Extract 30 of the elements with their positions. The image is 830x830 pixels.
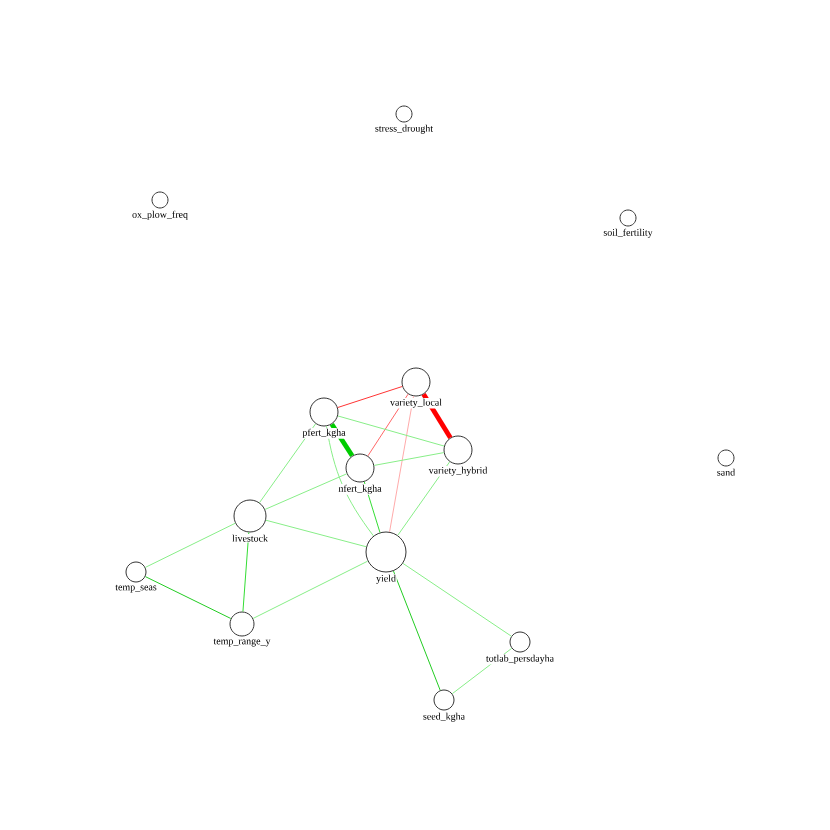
network-node bbox=[345, 453, 375, 483]
network-node bbox=[125, 561, 147, 583]
network-node bbox=[509, 631, 531, 653]
edge-line bbox=[373, 452, 445, 466]
network-node bbox=[433, 689, 455, 711]
edge-line bbox=[402, 562, 512, 637]
edge-line bbox=[144, 576, 232, 619]
edge-line bbox=[144, 522, 236, 568]
network-node bbox=[309, 397, 339, 427]
edge-line bbox=[326, 425, 374, 537]
edge-line bbox=[329, 422, 355, 458]
network-node bbox=[229, 611, 255, 637]
network-node bbox=[619, 209, 637, 227]
edge-line bbox=[337, 386, 403, 408]
edge-line bbox=[265, 519, 367, 548]
network-node bbox=[395, 105, 413, 123]
edge-line bbox=[363, 481, 381, 533]
network-node bbox=[151, 191, 169, 209]
edge-line bbox=[242, 531, 250, 613]
edge-line bbox=[264, 473, 348, 510]
edge-line bbox=[397, 461, 451, 536]
edge-line bbox=[421, 393, 453, 439]
edge-line bbox=[259, 423, 317, 504]
edge-line bbox=[337, 415, 445, 447]
network-node bbox=[443, 435, 473, 465]
network-node bbox=[717, 449, 735, 467]
edge-line bbox=[393, 570, 441, 691]
edge-line bbox=[252, 560, 369, 619]
network-node bbox=[401, 367, 431, 397]
edge-line bbox=[389, 395, 414, 533]
